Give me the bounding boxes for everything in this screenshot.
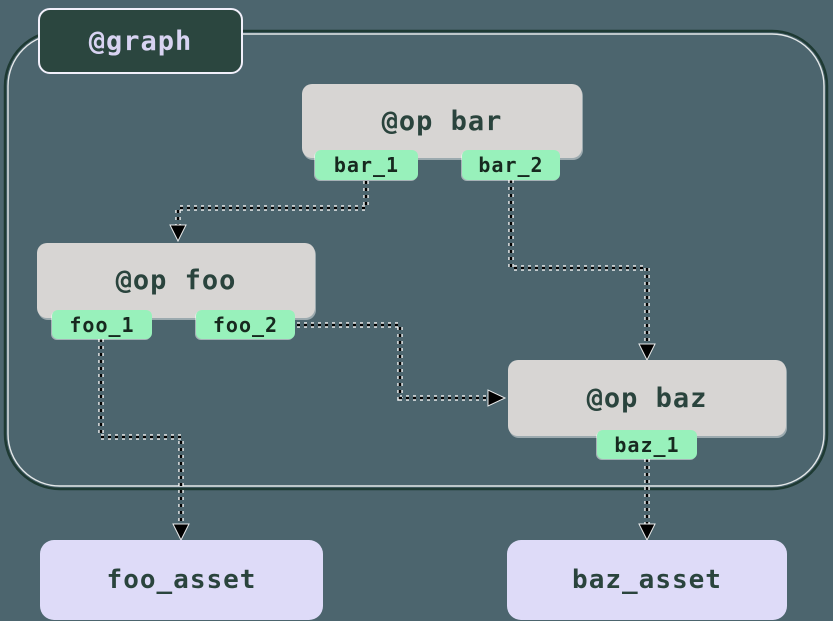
output-tab-bar-1: bar_1 [315, 150, 418, 180]
edge-baz1-to-baz-asset [638, 459, 656, 542]
op-foo-label: @op foo [115, 265, 237, 296]
baz-asset-label: baz_asset [572, 565, 722, 595]
output-tab-bar-1-label: bar_1 [333, 153, 400, 177]
edge-foo1-to-foo-asset [98, 339, 190, 542]
edge-foo2-to-baz [297, 322, 507, 407]
output-tab-baz-1-label: baz_1 [614, 432, 680, 457]
output-tab-bar-2: bar_2 [462, 150, 560, 180]
op-bar-label: @op bar [381, 105, 503, 137]
asset-node-baz-asset: baz_asset [507, 540, 787, 620]
arrowhead-icon [172, 523, 190, 542]
graph-container-outline [3, 29, 829, 491]
arrowhead-icon [169, 224, 187, 243]
edge-bar2-to-baz [508, 180, 656, 362]
foo-asset-label: foo_asset [106, 565, 257, 595]
output-tab-foo-2: foo_2 [196, 310, 295, 339]
edge-bar1-to-foo [169, 181, 369, 243]
output-tab-baz-1: baz_1 [597, 430, 697, 459]
output-tab-bar-2-label: bar_2 [478, 153, 544, 177]
op-node-baz: @op baz [508, 360, 786, 436]
arrowhead-icon [638, 343, 656, 362]
op-baz-label: @op baz [586, 382, 708, 414]
output-tab-foo-1-label: foo_1 [69, 312, 135, 337]
op-node-bar: @op bar [302, 84, 582, 158]
graph-title-badge: @graph [38, 8, 243, 74]
output-tab-foo-1: foo_1 [52, 310, 152, 339]
op-node-foo: @op foo [37, 243, 315, 318]
asset-node-foo-asset: foo_asset [40, 540, 323, 620]
graph-title-label: @graph [88, 25, 193, 57]
output-tab-foo-2-label: foo_2 [212, 312, 279, 337]
arrowhead-icon [487, 389, 507, 407]
arrowhead-icon [638, 523, 656, 542]
